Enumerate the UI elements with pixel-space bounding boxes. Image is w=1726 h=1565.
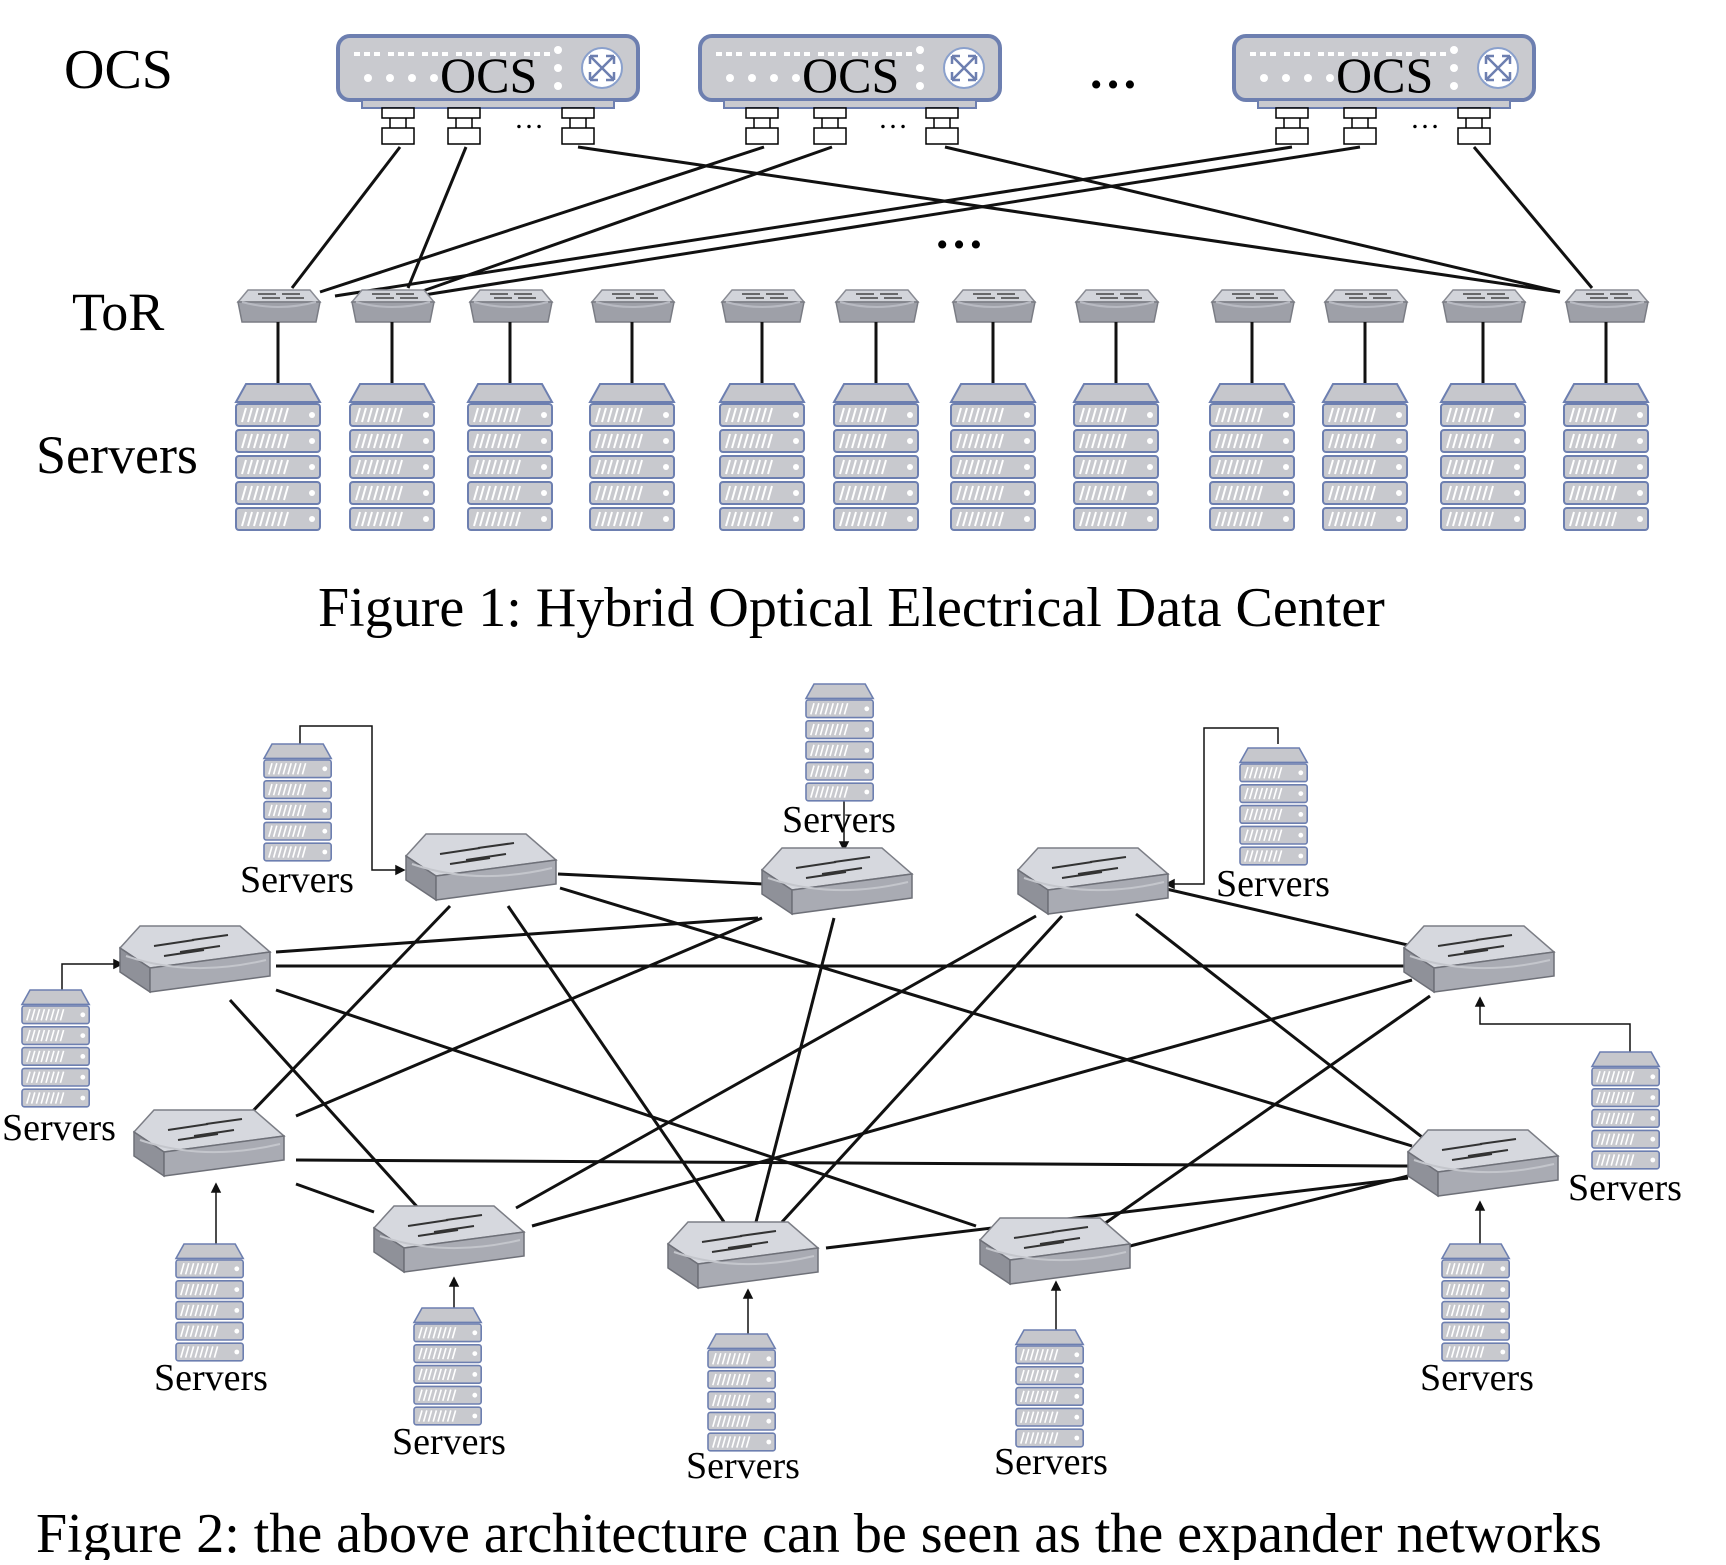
tor-switch <box>469 289 553 323</box>
ocs-ellipsis: … <box>1088 43 1138 99</box>
ocs-switch-1: OCS … <box>336 34 640 145</box>
server-rack-row <box>236 384 1648 530</box>
server-group-label: Servers <box>240 859 354 901</box>
server-rack <box>414 1308 481 1425</box>
server-rack <box>1442 1244 1509 1361</box>
server-rack <box>1592 1052 1659 1169</box>
server-rack <box>590 384 674 530</box>
server-group-label: Servers <box>392 1421 506 1463</box>
server-rack <box>1240 748 1307 865</box>
tor-switch <box>1442 289 1526 323</box>
ocs-port-ellipsis-2: … <box>878 102 908 135</box>
ocs-label-2: OCS <box>802 47 899 103</box>
ocs-label-3: OCS <box>1336 47 1433 103</box>
server-rack <box>468 384 552 530</box>
tor-switch <box>835 289 919 323</box>
server-rack <box>264 744 331 861</box>
links-ellipsis: … <box>934 203 984 259</box>
tier-label-ocs: OCS <box>64 39 173 101</box>
tor-switch <box>1075 289 1159 323</box>
tor-switch <box>591 289 675 323</box>
server-group-label: Servers <box>1216 863 1330 905</box>
ocs-tor-links <box>290 145 1594 300</box>
expander-switch <box>373 1205 525 1273</box>
tor-switch <box>721 289 805 323</box>
server-rack <box>1564 384 1648 530</box>
figure1-caption: Figure 1: Hybrid Optical Electrical Data… <box>318 577 1385 639</box>
expander-switch <box>133 1109 285 1177</box>
ocs-switch-2: OCS … <box>698 34 1002 145</box>
server-rack <box>1441 384 1525 530</box>
expander-switch <box>761 847 913 915</box>
expander-switch <box>1407 1129 1559 1197</box>
server-rack <box>834 384 918 530</box>
server-group-label: Servers <box>1568 1167 1682 1209</box>
server-rack <box>806 684 873 801</box>
ocs-port-ellipsis-3: … <box>1410 102 1440 135</box>
server-group-label: Servers <box>154 1357 268 1399</box>
server-rack <box>1323 384 1407 530</box>
server-group-label: Servers <box>1420 1357 1534 1399</box>
server-group-label: Servers <box>782 799 896 841</box>
ocs-port-ellipsis-1: … <box>514 102 544 135</box>
expander-switch <box>979 1217 1131 1285</box>
expander-switch <box>1017 847 1169 915</box>
tor-switch <box>1324 289 1408 323</box>
server-group-label: Servers <box>2 1107 116 1149</box>
server-rack <box>1210 384 1294 530</box>
tor-switch <box>351 289 435 323</box>
figure2: ServersServersServersServersServersServe… <box>2 684 1682 1565</box>
tor-switch <box>952 289 1036 323</box>
server-group-label: Servers <box>686 1445 800 1487</box>
expander-switch <box>667 1221 819 1289</box>
tor-switch <box>1565 289 1649 323</box>
expander-switch <box>119 925 271 993</box>
figure1: OCS ToR Servers OCS … OCS … <box>36 34 1649 639</box>
server-attach-arrows <box>61 725 1631 1334</box>
server-rack <box>1074 384 1158 530</box>
tier-label-tor: ToR <box>72 282 164 342</box>
figure2-caption: Figure 2: the above architecture can be … <box>36 1503 1602 1560</box>
expander-links <box>228 872 1437 1250</box>
server-group-label: Servers <box>994 1441 1108 1483</box>
server-rack <box>1016 1330 1083 1447</box>
tor-switch <box>237 289 321 323</box>
server-rack <box>176 1244 243 1361</box>
server-rack <box>720 384 804 530</box>
tor-row <box>237 289 1649 384</box>
expander-switch <box>405 833 557 901</box>
server-rack <box>236 384 320 530</box>
expander-switch <box>1403 925 1555 993</box>
server-rack <box>951 384 1035 530</box>
expander-switches <box>119 833 1559 1289</box>
expander-server-racks: ServersServersServersServersServersServe… <box>2 684 1682 1487</box>
tor-switch <box>1211 289 1295 323</box>
tier-label-servers: Servers <box>36 425 198 485</box>
server-rack <box>350 384 434 530</box>
server-rack <box>22 990 89 1107</box>
ocs-label-1: OCS <box>440 47 537 103</box>
server-rack <box>708 1334 775 1451</box>
ocs-switch-3: OCS … <box>1232 34 1536 145</box>
